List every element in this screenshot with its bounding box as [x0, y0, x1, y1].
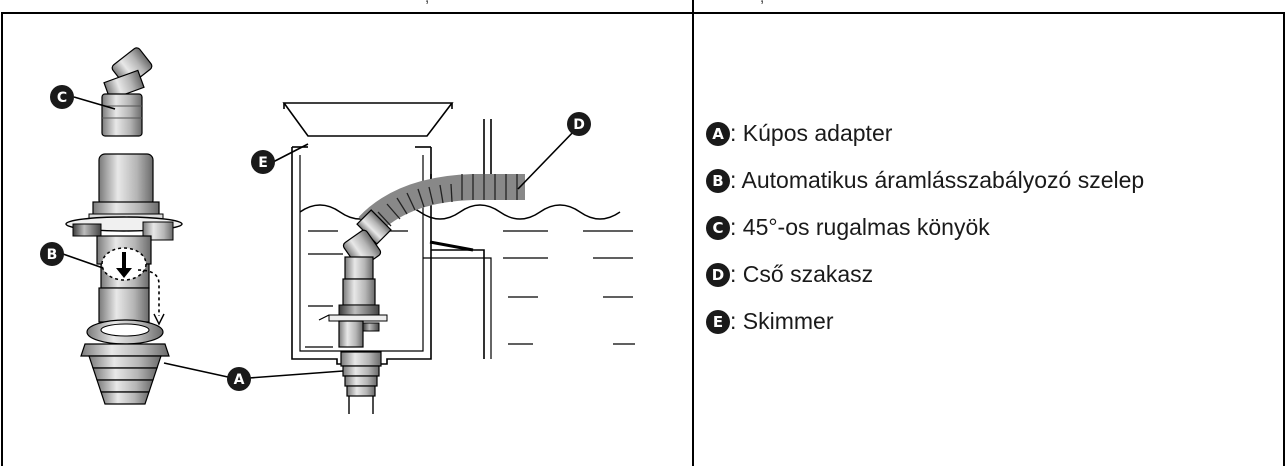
legend-item-a: A : Kúpos adapter — [706, 110, 1281, 157]
cropped-comma-1: , — [425, 0, 429, 6]
svg-text:D: D — [573, 117, 585, 133]
valve-lower-part — [98, 247, 165, 326]
cropped-text-fragment: , , — [0, 0, 1287, 6]
legend-item-c: C : 45°-os rugalmas könyök — [706, 204, 1281, 251]
legend-label: : Kúpos adapter — [730, 120, 893, 146]
skimmer-assembly-illustration: C B A E D — [40, 47, 635, 414]
legend-item-d: D : Cső szakasz — [706, 251, 1281, 298]
svg-text:C: C — [57, 90, 67, 106]
callout-badge-e: E — [251, 150, 275, 174]
skimmer-scene — [282, 102, 635, 414]
valve-upper-part — [65, 153, 183, 265]
parts-legend: A : Kúpos adapter B : Automatikus áramlá… — [706, 110, 1281, 345]
frame-top-border — [1, 12, 1285, 14]
exploded-valve-assembly — [65, 47, 183, 405]
installed-valve — [318, 278, 388, 348]
callout-badge-c: C — [50, 85, 74, 109]
callout-badge-a: A — [227, 367, 251, 391]
svg-text:A: A — [234, 372, 245, 388]
installed-elbow — [342, 229, 382, 280]
legend-badge: E — [706, 309, 730, 334]
frame-column-divider — [692, 0, 694, 466]
callout-badge-d: D — [567, 112, 591, 136]
legend-item-b: B : Automatikus áramlásszabályozó szelep — [706, 157, 1281, 204]
callout-badge-b: B — [40, 242, 64, 266]
svg-text:B: B — [47, 247, 58, 263]
legend-badge: C — [706, 215, 730, 240]
legend-label: : Cső szakasz — [730, 261, 874, 287]
legend-label: : 45°-os rugalmas könyök — [730, 214, 990, 240]
cropped-comma-2: , — [760, 0, 764, 6]
legend-label: : Automatikus áramlásszabályozó szelep — [730, 167, 1145, 193]
frame-right-border — [1283, 12, 1285, 466]
callout-leaders — [62, 96, 579, 380]
legend-badge: B — [706, 168, 730, 193]
legend-item-e: E : Skimmer — [706, 298, 1281, 345]
legend-badge: A — [706, 121, 730, 146]
water-lines — [305, 230, 635, 348]
legend-badge: D — [706, 262, 730, 287]
installed-cone-adapter — [340, 351, 382, 414]
elbow-part — [101, 47, 153, 137]
legend-label: : Skimmer — [730, 308, 834, 334]
hose-section — [356, 174, 525, 245]
frame-left-border — [1, 12, 3, 466]
svg-text:E: E — [258, 155, 268, 171]
cone-adapter-part — [80, 319, 170, 405]
